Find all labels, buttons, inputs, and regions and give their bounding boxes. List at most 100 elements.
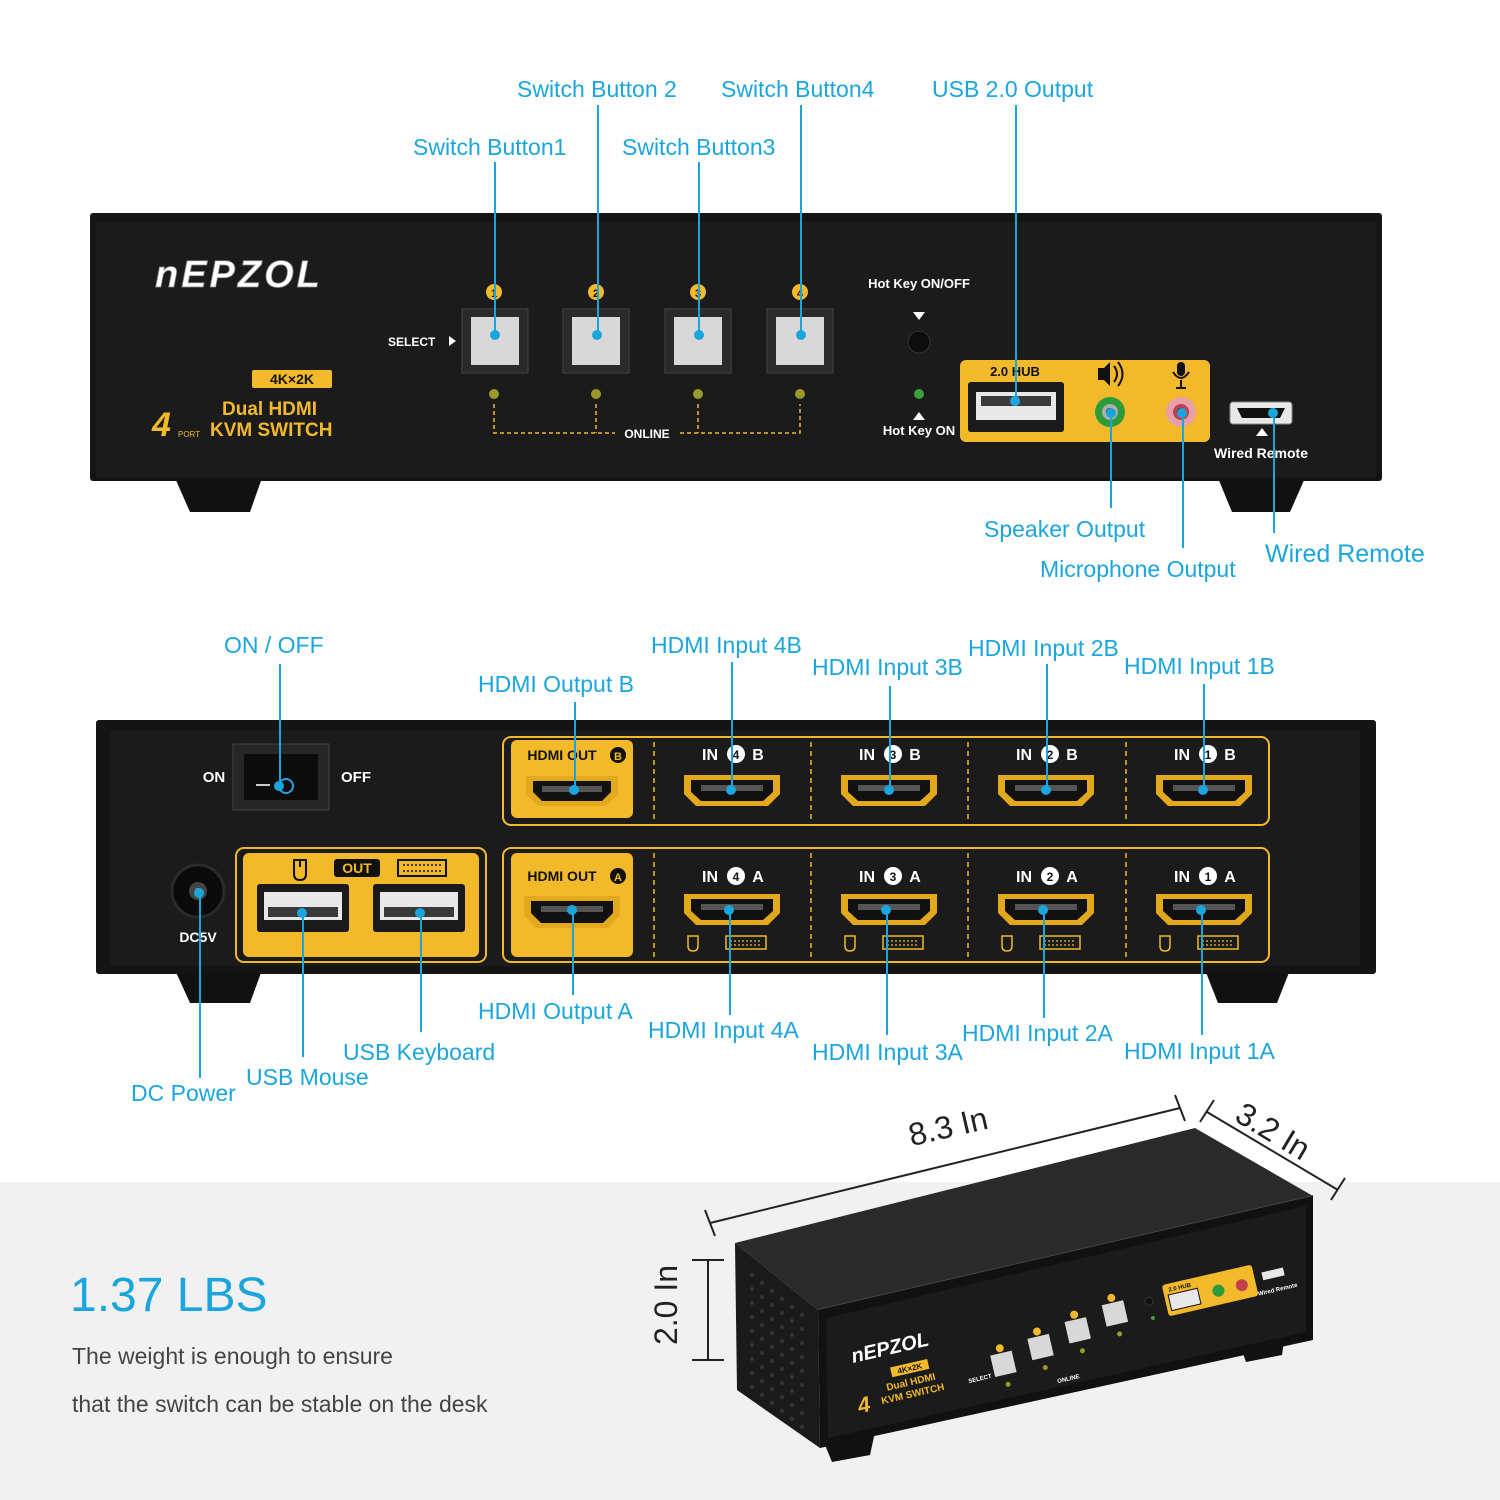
svg-text:B: B <box>1224 747 1236 764</box>
callout-hdmi-input-3a: HDMI Input 3A <box>812 1039 963 1065</box>
wired-remote-arrow-icon <box>1256 428 1268 436</box>
callout-hdmi-input-2a: HDMI Input 2A <box>962 1020 1113 1046</box>
product-line2: KVM SWITCH <box>210 420 332 441</box>
switch-button-2[interactable]: 2 <box>562 284 630 399</box>
svg-text:IN: IN <box>1016 869 1032 886</box>
svg-text:B: B <box>909 747 921 764</box>
hdmi-out-a-label: HDMI OUT <box>527 868 597 884</box>
callout-speaker-output: Speaker Output <box>984 516 1146 542</box>
svg-text:4: 4 <box>854 1391 873 1418</box>
svg-text:2: 2 <box>1047 870 1054 884</box>
svg-text:IN: IN <box>859 747 875 764</box>
hdmi-out-b-label: HDMI OUT <box>527 747 597 763</box>
svg-text:B: B <box>752 747 764 764</box>
button-number: 2 <box>593 288 599 300</box>
button-number-badge <box>588 284 604 300</box>
online-label: ONLINE <box>624 427 669 441</box>
port-word: PORT <box>178 430 200 439</box>
mouse-icon <box>844 935 856 952</box>
callout-hdmi-input-4a: HDMI Input 4A <box>648 1017 799 1043</box>
svg-text:1: 1 <box>1205 870 1212 884</box>
svg-text:A: A <box>752 869 764 886</box>
resolution-badge-box <box>252 370 332 388</box>
svg-text:IN: IN <box>859 869 875 886</box>
mouse-icon <box>687 935 699 952</box>
weight-description-line1: The weight is enough to ensure <box>72 1343 393 1369</box>
chassis-top <box>735 1128 1313 1310</box>
mouse-icon <box>1159 935 1171 952</box>
back-panel: ON OFF DC5V HDMI OUT B HDMI OUT A OUT <box>96 720 1376 1003</box>
product-3d-view: nEPZOL 4K×2K 4 Dual HDMI KVM SWITCH ONLI… <box>692 1094 1346 1462</box>
select-arrow-icon <box>449 336 456 346</box>
svg-text:IN: IN <box>702 747 718 764</box>
select-label: SELECT <box>388 335 436 349</box>
resolution-badge: 4K×2K <box>270 371 314 387</box>
keyboard-icon <box>1039 935 1081 950</box>
svg-text:IN: IN <box>1174 869 1190 886</box>
svg-text:IN: IN <box>1174 747 1190 764</box>
width-dimension-line <box>1206 1111 1339 1191</box>
svg-text:B: B <box>614 751 622 763</box>
svg-text:4: 4 <box>733 748 740 762</box>
port-count: 4 <box>151 406 171 444</box>
back-foot-left <box>175 970 262 1003</box>
svg-text:ONLINE: ONLINE <box>1057 1374 1080 1385</box>
dimension-height: 2.0 In <box>648 1264 684 1345</box>
online-led <box>489 389 499 399</box>
front-foot-left <box>175 478 262 512</box>
callout-microphone-output: Microphone Output <box>1040 556 1236 582</box>
microphone-icon <box>1172 362 1190 389</box>
keyboard-icon <box>725 935 767 950</box>
usb-out-frame <box>235 847 487 963</box>
callout-hdmi-output-b: HDMI Output B <box>478 671 634 697</box>
weight-description-line2: that the switch can be stable on the des… <box>72 1391 488 1417</box>
keyboard-icon <box>397 859 447 877</box>
callout-usb-mouse: USB Mouse <box>246 1064 369 1090</box>
b-row-dividers <box>653 742 1127 820</box>
svg-text:A: A <box>1066 869 1078 886</box>
on-label: ON <box>203 769 226 786</box>
hotkey-led <box>914 389 924 399</box>
callout-usb-keyboard: USB Keyboard <box>343 1039 496 1065</box>
off-label: OFF <box>341 769 371 786</box>
online-led <box>693 389 703 399</box>
hotkey-onoff-label: Hot Key ON/OFF <box>868 276 970 291</box>
hotkey-on-label: Hot Key ON <box>883 423 955 438</box>
callout-dc-power: DC Power <box>131 1080 236 1106</box>
online-led <box>591 389 601 399</box>
weight-title: 1.37 LBS <box>70 1269 268 1322</box>
callout-switch-button-4: Switch Button4 <box>721 76 875 102</box>
callout-wired-remote: Wired Remote <box>1265 540 1425 568</box>
chassis-side <box>735 1243 820 1448</box>
hotkey-up-arrow-icon <box>913 412 925 420</box>
callout-hdmi-input-3b: HDMI Input 3B <box>812 654 963 680</box>
product-line1: Dual HDMI <box>222 399 317 420</box>
svg-text:A: A <box>1224 869 1236 886</box>
keyboard-icon <box>1197 935 1239 950</box>
callout-hdmi-output-a: HDMI Output A <box>478 998 633 1024</box>
svg-text:2.0 HUB: 2.0 HUB <box>1168 1283 1192 1294</box>
brand-logo: nEPZOL <box>155 254 323 296</box>
mouse-icon <box>293 859 307 882</box>
svg-text:A: A <box>614 872 622 884</box>
callout-switch-button-3: Switch Button3 <box>622 134 776 160</box>
usb-out-label: OUT <box>342 860 372 876</box>
callout-usb-output: USB 2.0 Output <box>932 76 1094 102</box>
front-foot-right <box>1218 478 1305 512</box>
callout-hdmi-input-1a: HDMI Input 1A <box>1124 1038 1275 1064</box>
callout-switch-button-2: Switch Button 2 <box>517 76 677 102</box>
svg-text:IN: IN <box>702 869 718 886</box>
back-foot-right <box>1205 970 1290 1003</box>
callout-hdmi-input-2b: HDMI Input 2B <box>968 635 1119 661</box>
svg-text:3: 3 <box>890 748 897 762</box>
dc-label: DC5V <box>179 929 217 945</box>
hotkey-down-arrow-icon <box>913 312 925 320</box>
speaker-icon <box>1098 361 1124 387</box>
svg-text:4: 4 <box>733 870 740 884</box>
length-dimension-line <box>709 1107 1181 1224</box>
hdmi-b-row-frame <box>502 736 1270 826</box>
svg-text:IN: IN <box>1016 747 1032 764</box>
callout-hdmi-input-4b: HDMI Input 4B <box>651 632 802 658</box>
hotkey-button[interactable] <box>907 330 931 354</box>
